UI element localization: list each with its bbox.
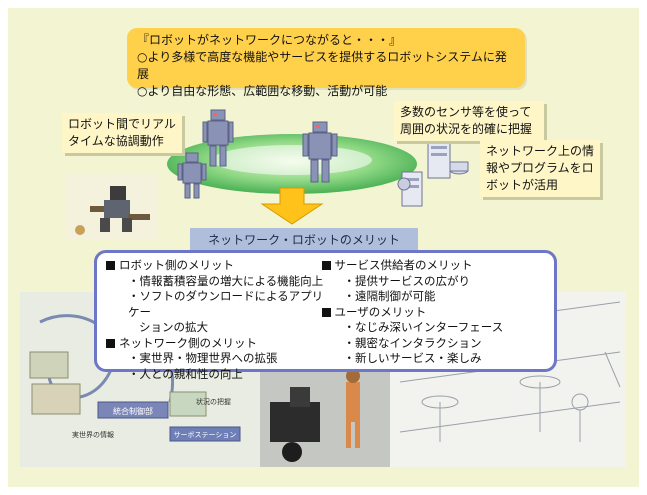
bullet-square-icon: [106, 261, 115, 270]
service-side-section: サービス供給者のメリット: [335, 258, 547, 274]
real-world-label: 実世界の情報: [72, 430, 114, 439]
user-side-item: ・なじみ深いインターフェース: [335, 320, 547, 336]
network-side-item: ・実世界・物理世界への拡張: [119, 351, 331, 367]
user-side-item: ・新しいサービス・楽しみ: [335, 351, 547, 367]
network-ring-highlight: [212, 145, 372, 175]
benefits-box: ロボット側のメリット ・情報蓄積容量の増大による機能向上 ・ソフトのダウンロード…: [94, 250, 557, 372]
robot-side-title: ロボット側のメリット: [119, 258, 234, 272]
service-station-label: サーボステーション: [174, 431, 237, 439]
robot-side-item: ションの拡大: [119, 320, 331, 336]
network-side-title: ネットワーク側のメリット: [119, 336, 257, 350]
user-side-section: ユーザのメリット: [335, 305, 547, 321]
bullet-square-icon: [322, 308, 331, 317]
benefits-heading: ネットワーク・ロボットのメリット: [190, 228, 418, 252]
bullet-square-icon: [106, 339, 115, 348]
note-sensor-awareness: 多数のセンサ等を使って周囲の状況を的確に把握: [394, 101, 544, 141]
network-side-section: ネットワーク側のメリット: [119, 336, 331, 352]
benefits-column-right: サービス供給者のメリット ・提供サービスの広がり ・遠隔制御が可能 ユーザのメリ…: [331, 258, 547, 364]
status-grasp-label: 状況の把握: [196, 397, 231, 406]
note-network-information: ネットワーク上の情報やプログラムをロボットが活用: [480, 140, 600, 197]
humanoid-robot-photo: [66, 174, 158, 240]
robot-side-section: ロボット側のメリット: [119, 258, 331, 274]
server-icon: [398, 140, 468, 206]
network-side-item: ・人との親和性の向上: [119, 367, 331, 383]
bullet-square-icon: [322, 261, 331, 270]
robot-side-item: ・ソフトのダウンロードによるアプリケー: [119, 289, 331, 320]
service-side-item: ・遠隔制御が可能: [335, 289, 547, 305]
service-side-title: サービス供給者のメリット: [335, 258, 473, 272]
service-side-item: ・提供サービスの広がり: [335, 274, 547, 290]
user-side-item: ・親密なインタラクション: [335, 336, 547, 352]
note-realtime-coordination: ロボット間でリアルタイムな協調動作: [62, 113, 182, 153]
benefits-column-left: ロボット側のメリット ・情報蓄積容量の増大による機能向上 ・ソフトのダウンロード…: [105, 258, 331, 364]
control-center-label: 統合制御部: [113, 406, 153, 416]
robot-side-item: ・情報蓄積容量の増大による機能向上: [119, 274, 331, 290]
user-side-title: ユーザのメリット: [335, 305, 427, 319]
